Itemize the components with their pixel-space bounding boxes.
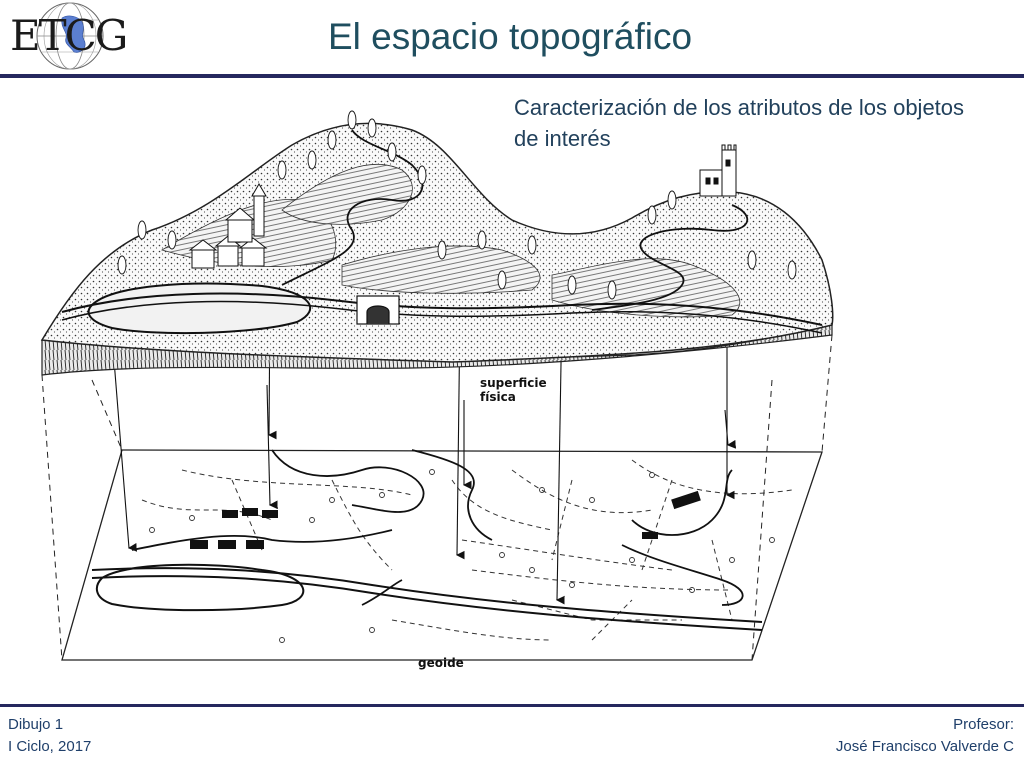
page-title: El espacio topográfico xyxy=(327,16,693,57)
header-divider xyxy=(0,74,1024,78)
physical-surface-terrain xyxy=(40,110,834,376)
footer-course-info: Dibujo 1 I Ciclo, 2017 xyxy=(8,714,91,758)
physical-surface-label: superficie física xyxy=(480,376,547,404)
topographic-space-illustration: superficie física geoide xyxy=(32,100,852,690)
terrain-illustration xyxy=(40,110,834,661)
professor-name: José Francisco Valverde C xyxy=(835,738,1014,755)
etcg-logo: ETCG xyxy=(4,0,128,72)
geoid-plane xyxy=(61,449,823,661)
footer-divider xyxy=(0,704,1024,707)
logo-text: ETCG xyxy=(10,11,128,60)
slide-subtitle: Caracterización de los atributos de los … xyxy=(514,95,965,151)
physical-surface-label-line2: física xyxy=(480,390,516,404)
drawing-number: Dibujo 1 xyxy=(8,716,64,733)
professor-label: Profesor: xyxy=(953,716,1014,733)
geoid-label: geoide xyxy=(418,656,464,670)
projection-box-edges xyxy=(41,334,833,661)
physical-surface-label-line1: superficie xyxy=(480,376,547,390)
course-cycle: I Ciclo, 2017 xyxy=(8,738,92,755)
footer-professor-info: Profesor: José Francisco Valverde C xyxy=(836,714,1014,758)
globe-icon xyxy=(36,2,104,70)
